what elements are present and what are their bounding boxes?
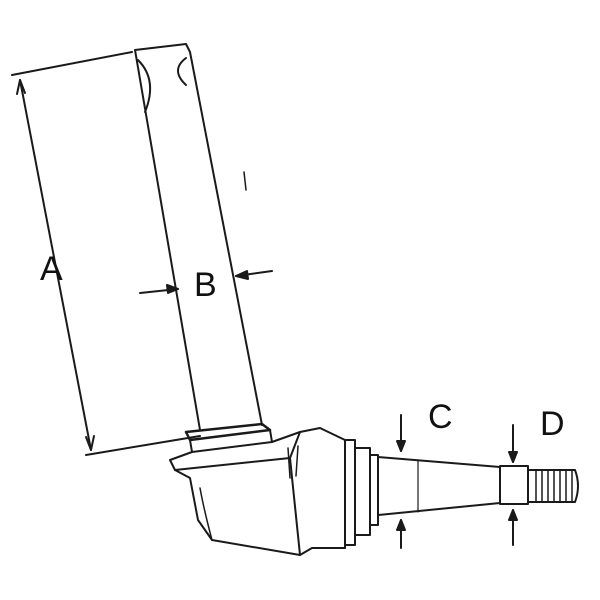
label-c: C	[428, 398, 453, 436]
dimension-b	[139, 270, 273, 294]
dimension-d	[508, 424, 518, 546]
label-b: B	[194, 266, 217, 304]
label-d: D	[540, 405, 565, 443]
kingpin-shaft	[134, 43, 263, 431]
knuckle-body	[169, 422, 346, 556]
dimension-a	[11, 51, 201, 456]
dimension-c	[396, 414, 406, 549]
spindle	[344, 439, 579, 546]
label-a: A	[40, 250, 63, 288]
